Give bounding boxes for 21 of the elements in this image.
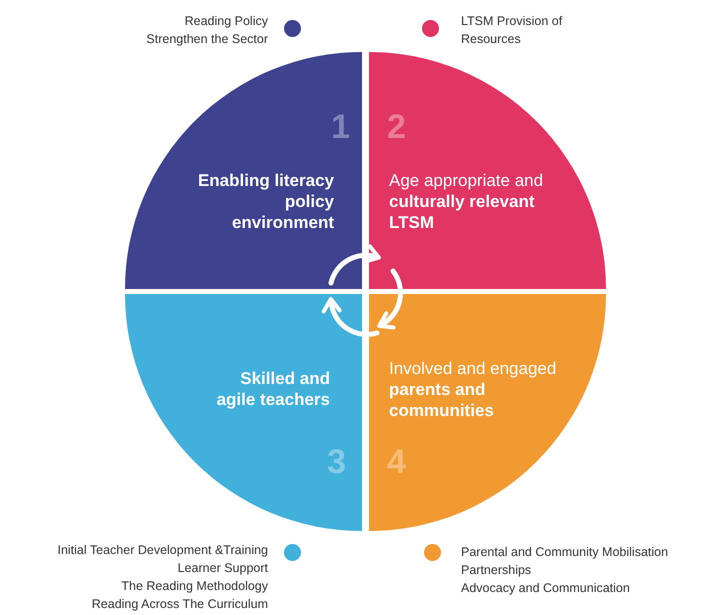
step-number: 2 (387, 107, 406, 147)
note-text: Initial Teacher Development &Training (57, 542, 268, 559)
quadrant-label: Age appropriate and culturally relevant LTSM (389, 170, 544, 233)
note-text: Learner Support (178, 560, 268, 577)
step-number: 3 (327, 442, 346, 482)
step-number: 4 (387, 442, 406, 482)
cycle-arrow (322, 297, 380, 337)
cycle-arrow (328, 244, 381, 286)
note-text: Reading Policy (184, 13, 268, 30)
note-text: Reading Across The Curriculum (92, 596, 268, 613)
cycle-arrow (377, 268, 403, 329)
step-number: 1 (331, 107, 350, 147)
note-text: Strengthen the Sector (146, 31, 268, 48)
note-text: Partnerships (461, 562, 532, 579)
note-text: Advocacy and Communication (461, 580, 630, 597)
note-text: The Reading Methodology (121, 578, 268, 595)
quadrant-label: Involved and engaged parents and communities (389, 358, 558, 421)
quadrant-label: Enabling literacy policy environment (196, 170, 334, 233)
note-text: Parental and Community Mobilisation (461, 544, 668, 561)
quadrant-label: Skilled and agile teachers (216, 368, 330, 410)
note-text: LTSM Provision of Resources (461, 13, 564, 48)
